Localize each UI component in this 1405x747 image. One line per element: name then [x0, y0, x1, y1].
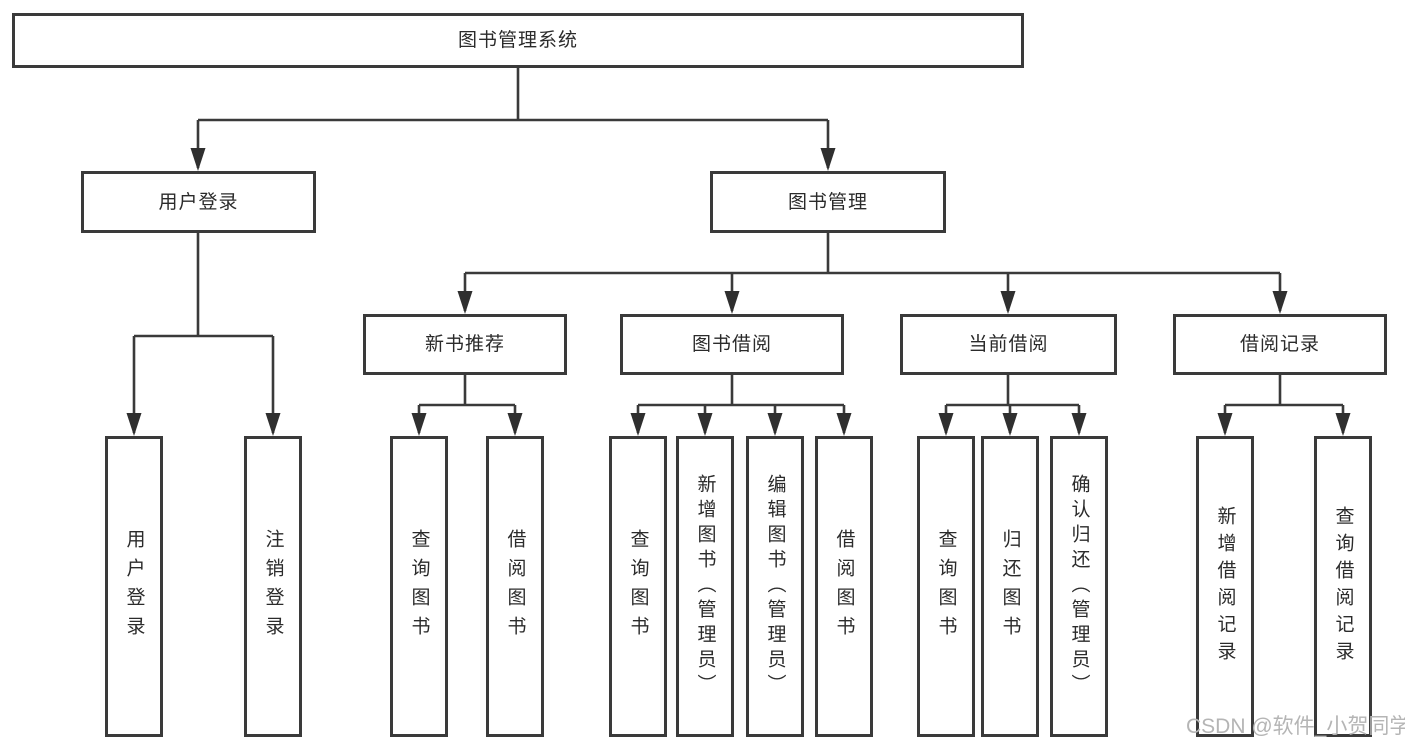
node-book-borrowing: 图书借阅: [620, 314, 844, 375]
leaf-borrowing-borrow-books-label: 借阅图书: [833, 528, 855, 645]
node-book-management: 图书管理: [710, 171, 946, 233]
node-current-borrowing-label: 当前借阅: [968, 334, 1049, 355]
leaf-records-add-record: 新增借阅记录: [1196, 436, 1254, 737]
leaf-borrowing-borrow-books: 借阅图书: [815, 436, 873, 737]
node-current-borrowing: 当前借阅: [900, 314, 1117, 375]
leaf-records-query-record-label: 查询借阅记录: [1332, 505, 1354, 668]
leaf-records-add-record-label: 新增借阅记录: [1214, 505, 1236, 668]
leaf-borrowing-add-books-label: 新增图书（管理员）: [694, 474, 716, 699]
node-root-label: 图书管理系统: [457, 30, 578, 51]
leaf-recommend-query-books-label: 查询图书: [408, 528, 430, 645]
leaf-recommend-borrow-books: 借阅图书: [486, 436, 544, 737]
leaf-current-confirm-return: 确认归还（管理员）: [1050, 436, 1108, 737]
node-borrowing-records-label: 借阅记录: [1239, 334, 1320, 355]
leaf-logout-label: 注销登录: [262, 528, 284, 645]
leaf-borrowing-edit-books: 编辑图书（管理员）: [746, 436, 804, 737]
leaf-current-query-books-label: 查询图书: [935, 528, 957, 645]
node-new-book-recommend: 新书推荐: [363, 314, 567, 375]
leaf-current-query-books: 查询图书: [917, 436, 975, 737]
leaf-borrowing-query-books-label: 查询图书: [627, 528, 649, 645]
node-borrowing-records: 借阅记录: [1173, 314, 1387, 375]
node-new-book-recommend-label: 新书推荐: [424, 334, 505, 355]
leaf-recommend-query-books: 查询图书: [390, 436, 448, 737]
leaf-login: 用户登录: [105, 436, 163, 737]
node-user-login-label: 用户登录: [158, 191, 239, 213]
node-root: 图书管理系统: [12, 13, 1024, 68]
leaf-borrowing-edit-books-label: 编辑图书（管理员）: [764, 474, 786, 699]
node-book-borrowing-label: 图书借阅: [691, 334, 772, 355]
node-book-management-label: 图书管理: [787, 191, 868, 213]
leaf-current-return-books: 归还图书: [981, 436, 1039, 737]
csdn-watermark: CSDN @软件_小贺同学: [1186, 715, 1405, 738]
leaf-login-label: 用户登录: [123, 528, 145, 645]
leaf-borrowing-add-books: 新增图书（管理员）: [676, 436, 734, 737]
leaf-recommend-borrow-books-label: 借阅图书: [504, 528, 526, 645]
leaf-borrowing-query-books: 查询图书: [609, 436, 667, 737]
leaf-records-query-record: 查询借阅记录: [1314, 436, 1372, 737]
leaf-logout: 注销登录: [244, 436, 302, 737]
leaf-current-return-books-label: 归还图书: [999, 528, 1021, 645]
leaf-current-confirm-return-label: 确认归还（管理员）: [1068, 474, 1090, 699]
node-user-login: 用户登录: [81, 171, 316, 233]
